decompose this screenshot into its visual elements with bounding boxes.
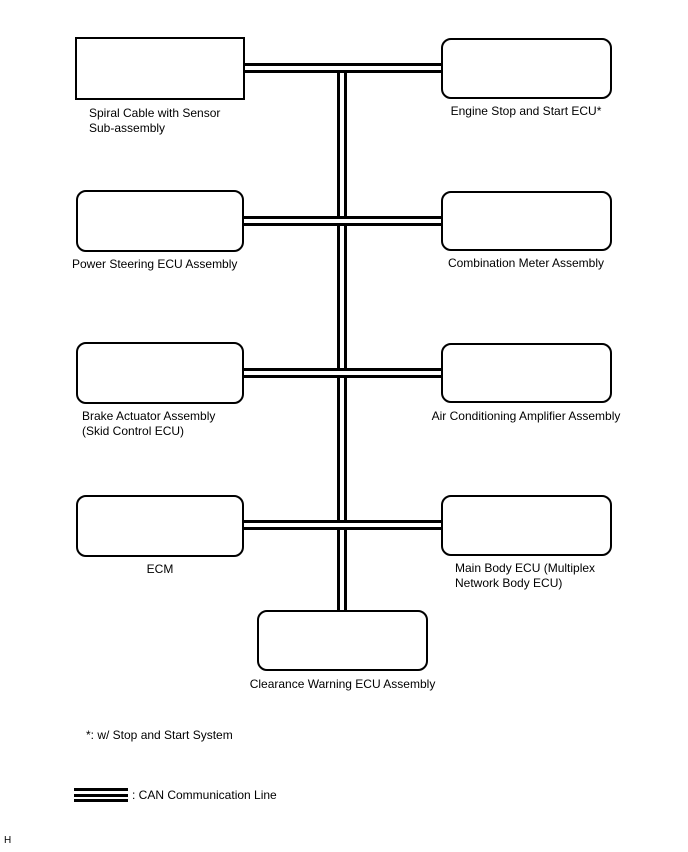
can-bus-vertical-line <box>337 63 347 614</box>
node-box-ac-amplifier <box>441 343 612 403</box>
can-line-symbol-icon <box>74 788 128 802</box>
node-box-spiral-cable <box>75 37 245 100</box>
can-branch-line-row4 <box>243 520 443 530</box>
can-branch-line-row1 <box>243 63 443 73</box>
node-box-main-body-ecu <box>441 495 612 556</box>
can-branch-line-row3 <box>243 368 443 378</box>
node-box-brake-actuator <box>76 342 244 404</box>
footnote-stop-and-start: *: w/ Stop and Start System <box>86 728 233 742</box>
node-box-engine-stop-start-ecu <box>441 38 612 99</box>
legend-bar <box>74 793 128 797</box>
node-label-brake-actuator: Brake Actuator Assembly (Skid Control EC… <box>82 409 216 438</box>
legend-label: : CAN Communication Line <box>132 788 277 802</box>
node-label-spiral-cable: Spiral Cable with Sensor Sub-assembly <box>89 106 221 135</box>
node-label-ecm: ECM <box>146 562 174 576</box>
node-label-engine-stop-start-ecu: Engine Stop and Start ECU* <box>450 104 602 118</box>
node-box-power-steering-ecu <box>76 190 244 252</box>
legend-bar <box>74 799 128 802</box>
node-label-main-body-ecu: Main Body ECU (Multiplex Network Body EC… <box>455 561 596 590</box>
node-label-ac-amplifier: Air Conditioning Amplifier Assembly <box>431 409 621 423</box>
page-marker: H <box>4 835 12 846</box>
can-branch-line-row2 <box>243 216 443 226</box>
legend-bar <box>74 788 128 791</box>
node-label-power-steering-ecu: Power Steering ECU Assembly <box>72 257 238 271</box>
node-box-ecm <box>76 495 244 557</box>
node-box-clearance-warning-ecu <box>257 610 428 671</box>
node-label-combination-meter: Combination Meter Assembly <box>447 256 605 270</box>
node-label-clearance-warning-ecu: Clearance Warning ECU Assembly <box>249 677 436 691</box>
legend-can-line: : CAN Communication Line <box>74 788 277 802</box>
node-box-combination-meter <box>441 191 612 251</box>
